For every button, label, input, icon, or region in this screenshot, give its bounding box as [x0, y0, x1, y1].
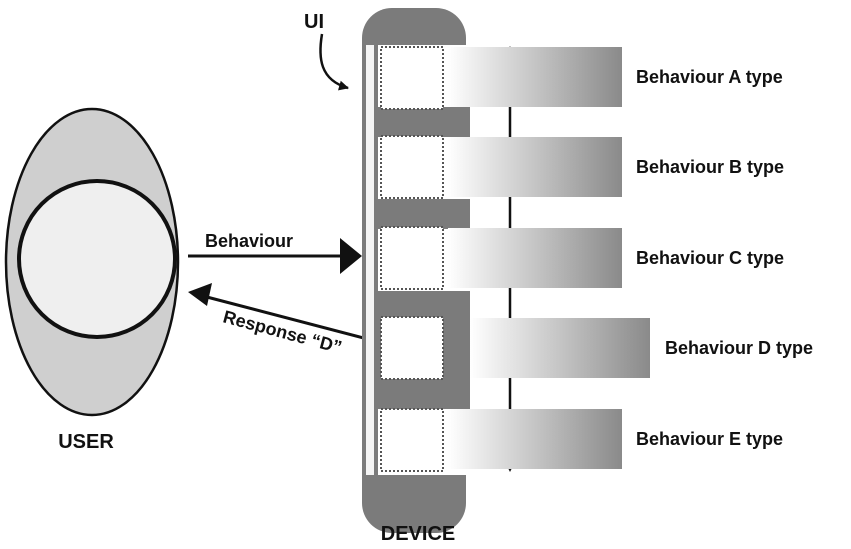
response-arrow-label: Response “D” [221, 307, 344, 358]
behaviour-type-c-label: Behaviour C type [636, 248, 784, 268]
ui-pointer-arrow [319, 33, 349, 91]
behaviour-arrow [188, 238, 362, 274]
behaviour-type-e-label: Behaviour E type [636, 429, 783, 449]
user-inner-circle [17, 179, 177, 339]
ui-label: UI [304, 11, 324, 33]
behaviour-arrowhead [340, 238, 362, 274]
behaviour-type-b-label: Behaviour B type [636, 157, 784, 177]
behaviour-arrow-label: Behaviour [205, 231, 293, 251]
behaviour-bar-e [448, 409, 622, 469]
ui-slot-a [380, 46, 444, 110]
behaviour-type-d-label: Behaviour D type [665, 338, 813, 358]
ui-slot-c [380, 226, 444, 290]
response-arrowhead [188, 283, 212, 306]
ui-slot-b [380, 135, 444, 199]
user-figure [4, 107, 180, 417]
user-label: USER [58, 431, 114, 453]
behaviour-bar-d [470, 318, 650, 378]
behaviour-type-a-label: Behaviour A type [636, 67, 783, 87]
device-label: DEVICE [381, 523, 455, 545]
ui-slot-d [380, 316, 444, 380]
ui-slot-e [380, 408, 444, 472]
behaviour-bar-c [448, 228, 622, 288]
behaviour-bar-a [448, 47, 622, 107]
behaviour-bars [448, 47, 650, 469]
behaviour-type-labels: Behaviour A type Behaviour B type Behavi… [636, 67, 813, 449]
behaviour-bar-b [448, 137, 622, 197]
ui-slots [380, 46, 444, 472]
